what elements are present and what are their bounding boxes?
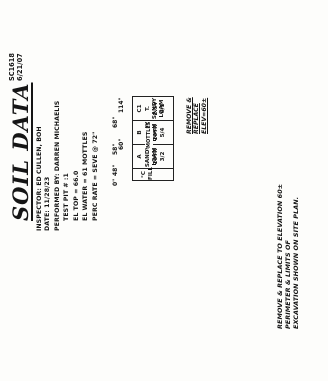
inspector-line: INSPECTOR: ED CULLEN, BOH [36,126,43,231]
remove-note-line-2: REPLACE [193,103,201,134]
page-title: SOIL DATA [8,82,33,222]
layer-fill-desc: FILL [148,166,154,180]
mottles-label: MOTTLES [145,121,153,148]
layer-a-color: 10YR 3/2 [153,148,166,165]
layer-a: A SANDY LOAM 10YR 3/2 [133,144,173,168]
layer-a-code: A [137,154,143,159]
soil-profile-box: °C FILL A SANDY LOAM 10YR 3/2 B SANDY LO… [132,96,174,181]
remove-replace-note: REMOVE & REPLACE ELEV=60± [186,97,208,134]
layer-b-color: 10YR 5/4 [153,124,166,141]
depth-114: 114" [118,97,125,113]
layer-b: B SANDY LOAM 10YR 5/4 [133,120,173,144]
footer-note: REMOVE & REPLACE TO ELEVATION 60± PERIME… [276,29,301,329]
depth-68: 68" [112,116,119,128]
sheet-code: SC1618 [8,53,16,81]
remove-note-line-3: ELEV=60± [200,97,208,134]
layer-fill: °C FILL [133,166,173,180]
layer-c1: C1 T. SANDY LOAM 2.5Y 6/1 [133,97,173,120]
depth-60: 60" [118,138,125,150]
depth-0: 0" [112,178,119,186]
footer-note-line-2: PERIMETER & LIMITS OF [284,239,293,329]
water-line: EL WATER = 61 MOTTLES [82,131,89,221]
date-line: DATE: 11/28/23 [44,176,51,231]
performed-by-line: PERFORMED BY: DARREN MICHAELIS [54,100,61,231]
footer-note-line-3: EXCAVATION SHOWN ON SITE PLAN. [292,196,301,329]
layer-c1-code: C1 [137,104,143,113]
remove-note-line-1: REMOVE & [186,97,193,134]
depth-48: 48" [112,164,119,176]
layer-c1-color: 2.5Y 6/1 [153,101,166,116]
sheet-date: 6/21/07 [16,53,24,81]
test-pit-line: TEST PIT # :1 [63,173,70,221]
sheet-code-block: SC1618 6/21/07 [8,53,24,81]
layer-b-code: B [137,130,143,135]
layer-fill-code: °C [141,171,147,178]
elevation-line: EL TOP = 66.0 [73,170,80,221]
footer-note-line-1: REMOVE & REPLACE TO ELEVATION 60± [276,183,284,329]
perc-rate-line: PERC RATE = SEVE @ 72" [92,131,99,221]
